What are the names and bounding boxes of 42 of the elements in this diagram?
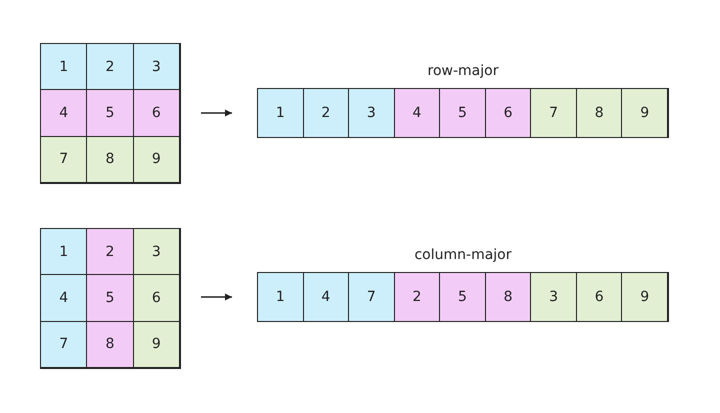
array-element: 9 xyxy=(621,88,668,138)
array-element: 4 xyxy=(40,274,88,322)
array-element: 9 xyxy=(621,272,668,322)
array-element: 1 xyxy=(257,272,304,322)
array-element: 2 xyxy=(86,228,134,276)
array-element: 1 xyxy=(40,228,88,276)
array-element: 4 xyxy=(302,272,350,322)
arrow xyxy=(201,110,232,116)
array-element: 3 xyxy=(530,272,577,322)
array-element: 9 xyxy=(132,136,180,183)
array-element: 7 xyxy=(40,320,88,368)
array-element: 6 xyxy=(132,274,180,322)
array-element: 2 xyxy=(86,43,134,90)
array-element: 3 xyxy=(132,228,180,276)
array-element: 8 xyxy=(484,272,532,322)
array-element: 6 xyxy=(484,88,532,138)
matrix-grid xyxy=(40,228,181,369)
array-element: 4 xyxy=(40,89,88,137)
array-heading: column-major xyxy=(413,247,512,263)
arrow xyxy=(201,294,232,300)
array-element: 8 xyxy=(86,136,134,183)
array-element: 6 xyxy=(132,89,180,137)
array-element: 3 xyxy=(348,88,395,138)
array-element: 2 xyxy=(302,88,350,138)
array-element: 7 xyxy=(530,88,577,138)
array-element: 1 xyxy=(40,43,88,90)
array-heading: row-major xyxy=(426,63,500,79)
array-element: 7 xyxy=(40,136,88,183)
matrix-grid xyxy=(40,43,181,184)
array-element: 6 xyxy=(576,272,622,322)
array-element: 2 xyxy=(394,272,440,322)
array-element: 9 xyxy=(132,320,180,368)
array-element: 8 xyxy=(86,320,134,368)
array-element: 4 xyxy=(394,88,440,138)
array-element: 5 xyxy=(86,89,134,137)
array-element: 1 xyxy=(257,88,304,138)
array-element: 5 xyxy=(86,274,134,322)
array-element: 5 xyxy=(439,88,486,138)
array-element: 7 xyxy=(348,272,395,322)
array-element: 3 xyxy=(132,43,180,90)
array-element: 8 xyxy=(576,88,622,138)
array-element: 5 xyxy=(439,272,486,322)
